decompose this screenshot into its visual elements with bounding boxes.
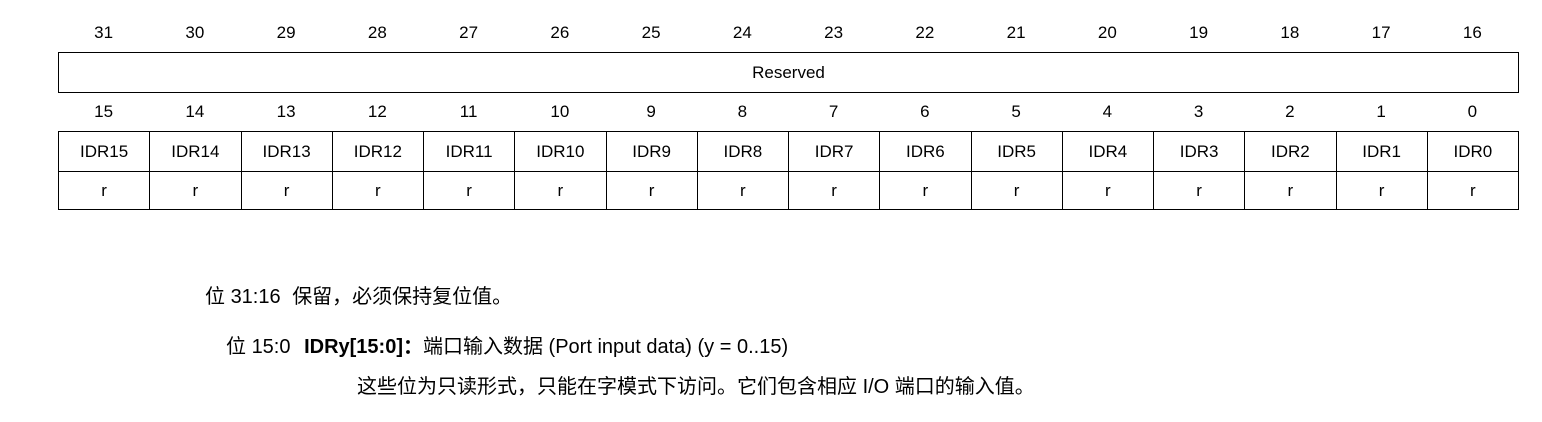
desc-bits-15-0-detail: 这些位为只读形式，只能在字模式下访问。它们包含相应 I/O 端口的输入值。 bbox=[357, 370, 1035, 399]
access-cell: r bbox=[424, 172, 516, 210]
bit-number: 18 bbox=[1280, 23, 1300, 42]
bit-number: 8 bbox=[737, 102, 748, 121]
field-cell: IDR9 bbox=[606, 132, 698, 172]
bit-number: 9 bbox=[646, 102, 656, 121]
field-cell: IDR15 bbox=[59, 132, 151, 172]
bit-range: 31:16 bbox=[230, 286, 281, 308]
field-cell: IDR3 bbox=[1154, 132, 1246, 172]
bit-prefix: 位 bbox=[226, 334, 246, 358]
upper-bit-numbers: 31 30 29 28 27 26 25 24 23 22 21 20 19 18 17 16 bbox=[58, 14, 1518, 52]
bit-number: 25 bbox=[641, 23, 661, 42]
bit-number: 7 bbox=[828, 102, 839, 121]
field-cell: IDR7 bbox=[789, 132, 881, 172]
bit-number: 20 bbox=[1097, 23, 1117, 42]
desc-bits-31-16: 位 31:16 保留，必须保持复位值。 bbox=[205, 280, 512, 309]
access-cell: r bbox=[1154, 172, 1246, 210]
bit-range: 15:0 bbox=[251, 336, 291, 358]
title-cn: 端口输入数据 bbox=[422, 334, 543, 358]
access-cell: r bbox=[1336, 172, 1428, 210]
bit-number: 10 bbox=[550, 102, 570, 121]
title-en: (Port input data) (y = 0..15) bbox=[548, 336, 789, 358]
bit-number: 2 bbox=[1285, 102, 1295, 121]
access-cell: r bbox=[241, 172, 333, 210]
bit-number: 4 bbox=[1102, 102, 1113, 121]
access-cell: r bbox=[150, 172, 242, 210]
field-cell: IDR5 bbox=[971, 132, 1063, 172]
bit-number: 29 bbox=[276, 23, 296, 42]
bit-number: 12 bbox=[367, 102, 387, 121]
detail-b: 端口的输入值。 bbox=[894, 374, 1035, 398]
field-cell: IDR6 bbox=[880, 132, 972, 172]
access-cell: r bbox=[515, 172, 607, 210]
access-cell: r bbox=[1245, 172, 1337, 210]
field-cell: IDR1 bbox=[1336, 132, 1428, 172]
bit-number: 26 bbox=[550, 23, 570, 42]
field-cell: IDR0 bbox=[1427, 132, 1519, 172]
field-cell: IDR13 bbox=[241, 132, 333, 172]
reserved-row: Reserved bbox=[58, 52, 1519, 93]
bit-number: 28 bbox=[367, 23, 387, 42]
detail-io: I/O bbox=[862, 376, 890, 398]
bit-number: 16 bbox=[1462, 23, 1482, 42]
access-cell: r bbox=[789, 172, 881, 210]
bit-number: 21 bbox=[1006, 23, 1026, 42]
access-cell: r bbox=[971, 172, 1063, 210]
field-colon: ： bbox=[402, 334, 423, 358]
reserved-field: Reserved bbox=[59, 53, 1519, 93]
detail-a: 这些位为只读形式，只能在字模式下访问。它们包含相应 bbox=[357, 374, 857, 398]
field-name: IDRy[15:0] bbox=[304, 336, 403, 358]
access-cell: r bbox=[1062, 172, 1154, 210]
bit-number: 15 bbox=[94, 102, 114, 121]
desc-text: 保留，必须保持复位值。 bbox=[292, 284, 513, 308]
field-cell: IDR10 bbox=[515, 132, 607, 172]
bit-number: 17 bbox=[1371, 23, 1391, 42]
field-cell: IDR8 bbox=[697, 132, 789, 172]
access-cell: r bbox=[59, 172, 151, 210]
bit-number: 22 bbox=[915, 23, 935, 42]
bit-number: 23 bbox=[824, 23, 844, 42]
bit-number: 30 bbox=[185, 23, 205, 42]
access-cell: r bbox=[697, 172, 789, 210]
field-cell: IDR11 bbox=[424, 132, 516, 172]
access-cell: r bbox=[606, 172, 698, 210]
bit-number: 31 bbox=[94, 23, 114, 42]
bit-number: 14 bbox=[185, 102, 205, 121]
bit-number: 19 bbox=[1189, 23, 1209, 42]
field-cell: IDR14 bbox=[150, 132, 242, 172]
bit-number: 6 bbox=[920, 102, 930, 121]
bit-number: 0 bbox=[1467, 102, 1478, 121]
bit-number: 13 bbox=[276, 102, 296, 121]
field-cell: IDR12 bbox=[332, 132, 424, 172]
bit-number: 1 bbox=[1376, 102, 1386, 121]
field-cell: IDR4 bbox=[1062, 132, 1154, 172]
field-cell: IDR2 bbox=[1245, 132, 1337, 172]
access-cell: r bbox=[880, 172, 972, 210]
bit-number: 5 bbox=[1011, 102, 1021, 121]
bit-number: 11 bbox=[459, 102, 478, 121]
bit-number: 27 bbox=[459, 23, 479, 42]
access-cell: r bbox=[332, 172, 424, 210]
bit-number: 3 bbox=[1193, 102, 1204, 121]
access-cell: r bbox=[1427, 172, 1519, 210]
desc-bits-15-0-title: 位 15:0 IDRy[15:0]：端口输入数据 (Port input dat… bbox=[226, 330, 788, 359]
bit-prefix: 位 bbox=[205, 284, 225, 308]
bit-number: 24 bbox=[732, 23, 752, 42]
